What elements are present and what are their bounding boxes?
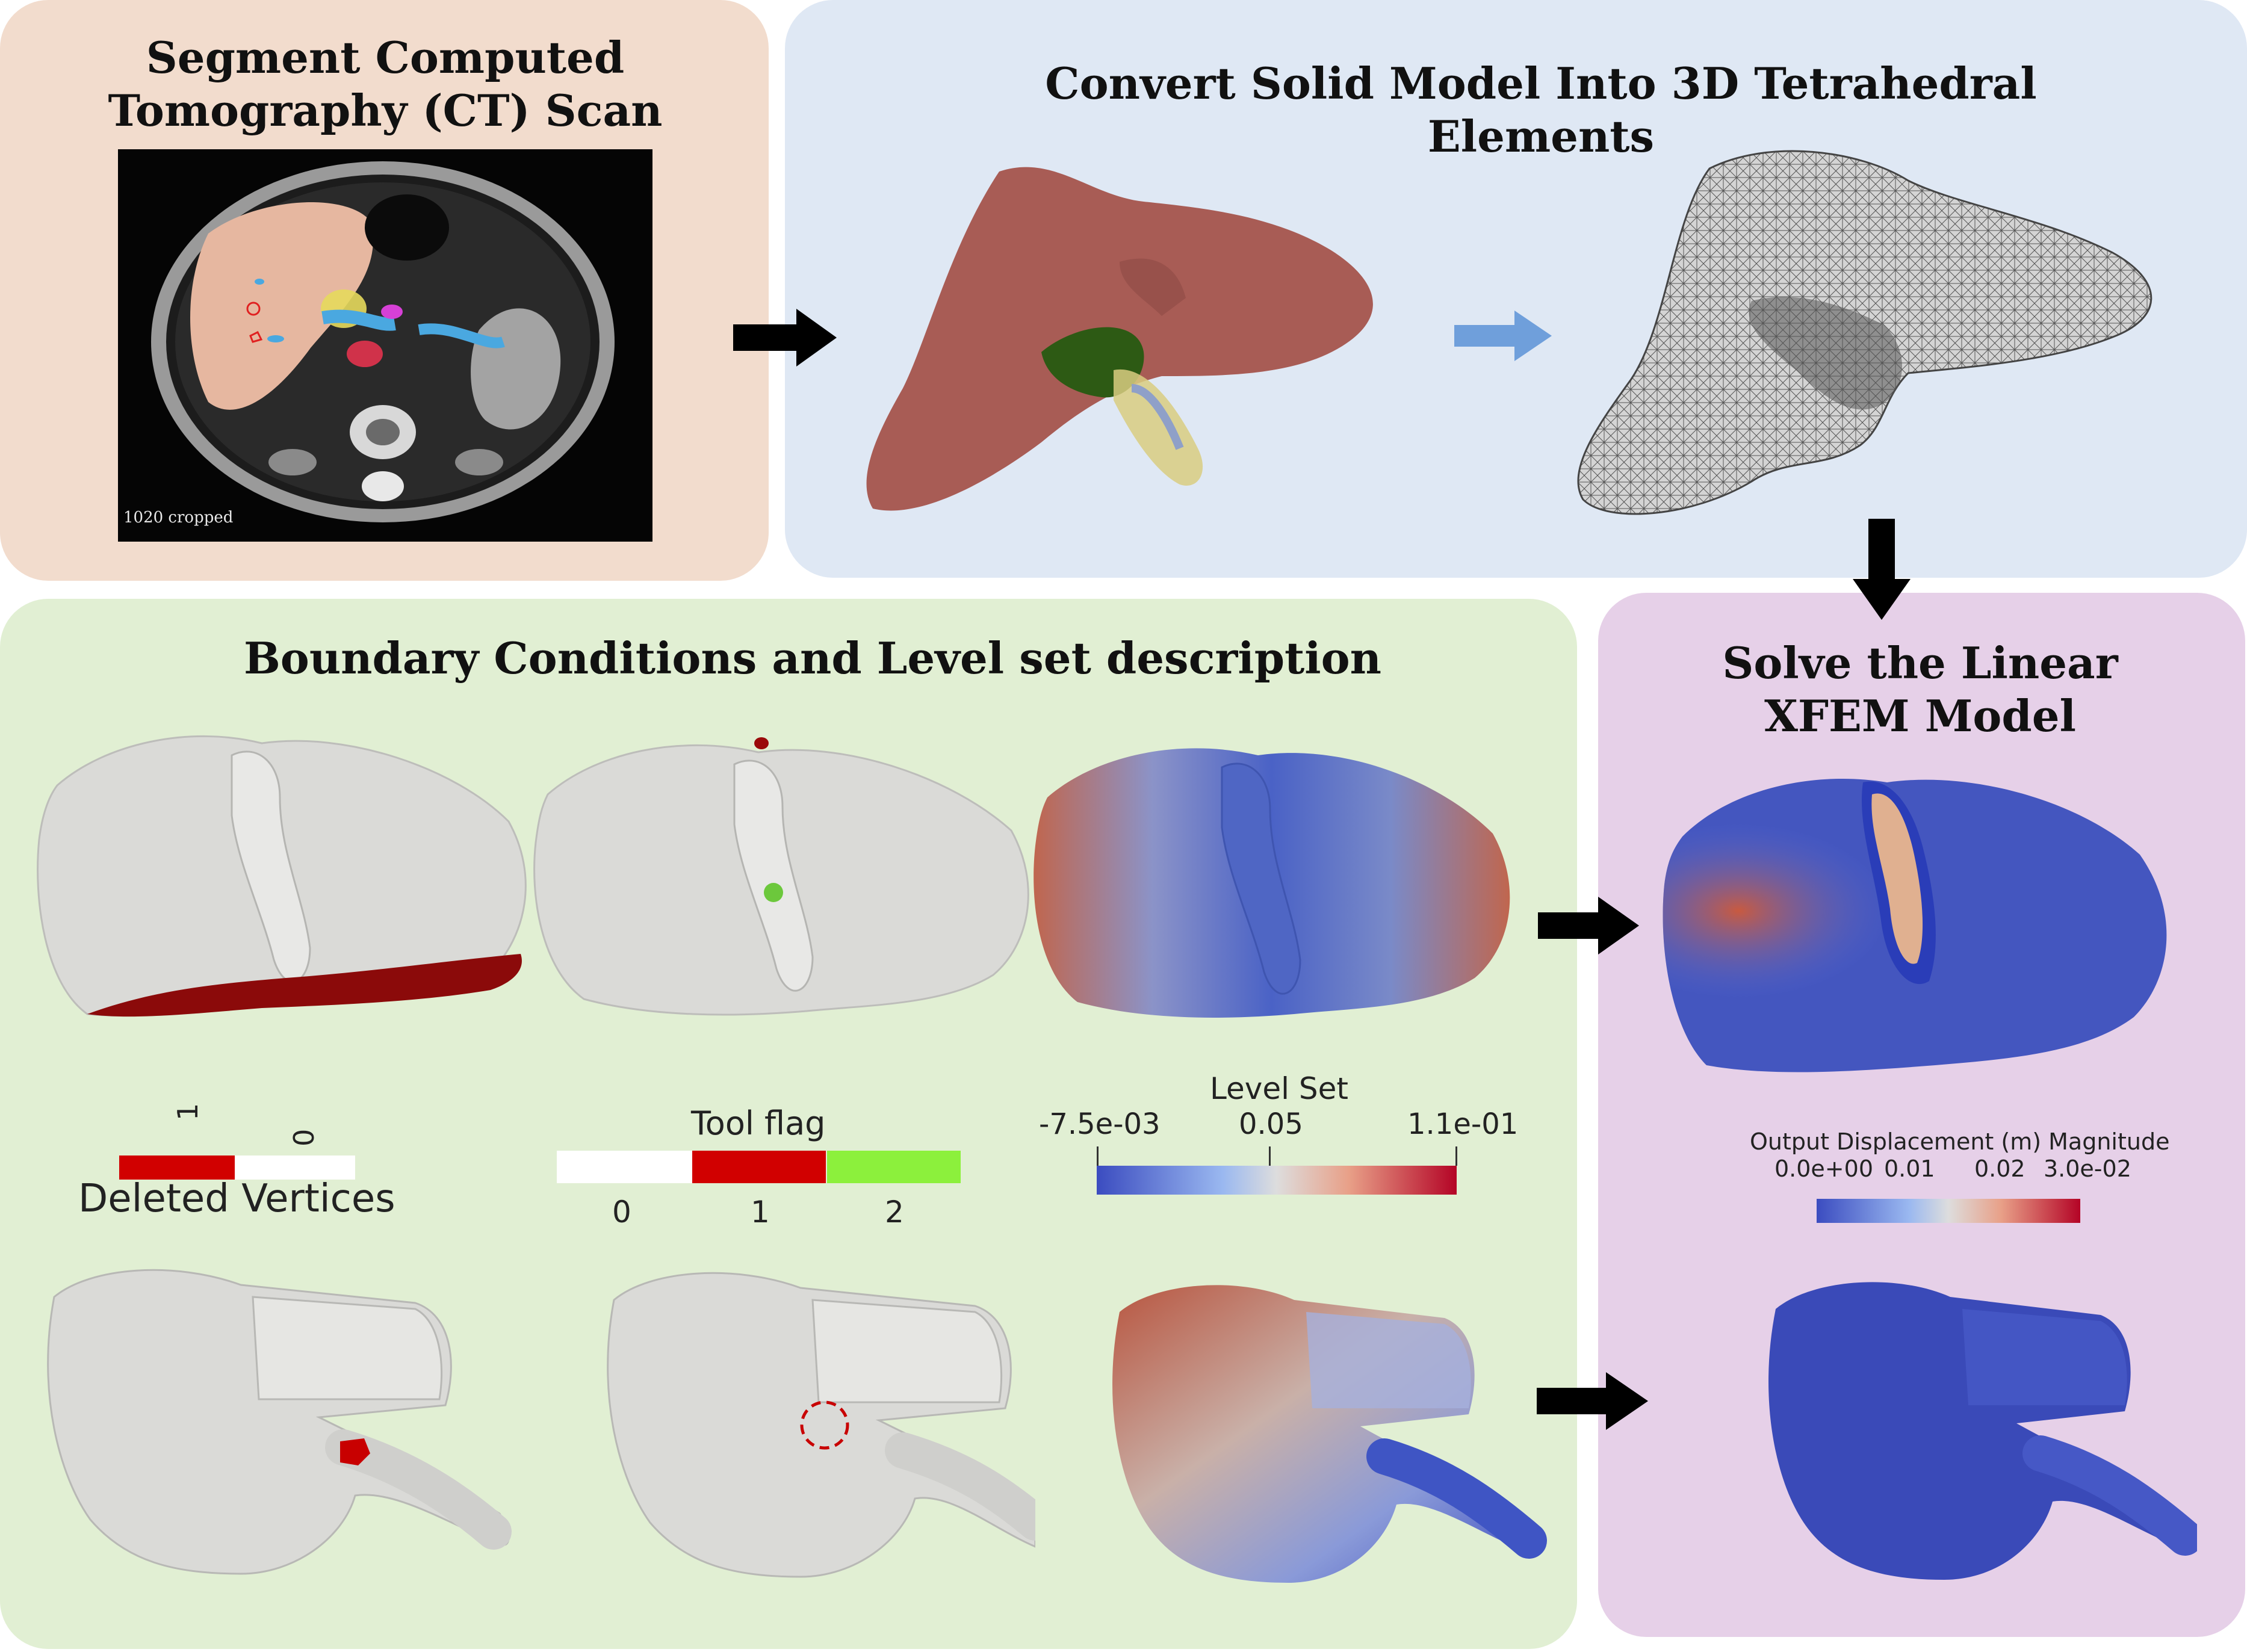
displacement-title: Output Displacement (m) Magnitude bbox=[1750, 1128, 2170, 1155]
deleted-vertices-title: Deleted Vertices bbox=[78, 1177, 395, 1221]
solve-title: Solve the Linear XFEM Model bbox=[1722, 637, 2118, 741]
tool-flag-swatch-2 bbox=[827, 1151, 961, 1183]
level-set-title: Level Set bbox=[1210, 1071, 1348, 1106]
liver-underside-deleted-view bbox=[47, 1269, 512, 1575]
xfem-displacement-view-bottom bbox=[1768, 1282, 2197, 1580]
displacement-tick-1: 0.01 bbox=[1884, 1155, 1935, 1182]
segment-title: Segment Computed Tomography (CT) Scan bbox=[108, 32, 663, 136]
level-set-tick-max: 1.1e-01 bbox=[1407, 1107, 1519, 1141]
arrow-top-row-to-solve bbox=[1538, 897, 1639, 954]
liver-tool-flag-view bbox=[533, 737, 1029, 1016]
tool-flag-tick-1: 1 bbox=[751, 1195, 770, 1230]
tetrahedral-mesh-model bbox=[1577, 150, 2152, 515]
level-set-tick-mid: 0.05 bbox=[1239, 1107, 1303, 1141]
deleted-vertices-tick-1: 1 bbox=[172, 1103, 204, 1121]
level-set-tickmark-min bbox=[1097, 1146, 1099, 1166]
deleted-vertices-tick-0: 0 bbox=[288, 1128, 320, 1146]
level-set-tickmark-mid bbox=[1269, 1146, 1271, 1166]
tool-flag-swatch-0 bbox=[557, 1151, 692, 1183]
deleted-vertices-swatch-1 bbox=[119, 1155, 235, 1180]
xfem-displacement-view-top bbox=[1663, 779, 2167, 1072]
liver-underside-level-set-view bbox=[1112, 1285, 1547, 1583]
level-set-tick-min: -7.5e-03 bbox=[1039, 1107, 1161, 1141]
ct-scan-image bbox=[118, 149, 652, 542]
boundary-title: Boundary Conditions and Level set descri… bbox=[243, 633, 1382, 684]
tool-flag-tick-0: 0 bbox=[612, 1195, 631, 1230]
displacement-tick-2: 0.02 bbox=[1974, 1155, 2025, 1182]
arrow-ct-to-model bbox=[733, 309, 837, 367]
level-set-colorbar bbox=[1097, 1166, 1457, 1195]
ct-scan-caption: 1020 cropped bbox=[123, 509, 234, 527]
displacement-colorbar bbox=[1817, 1199, 2080, 1223]
convert-title: Convert Solid Model Into 3D Tetrahedral … bbox=[1045, 58, 2037, 162]
displacement-tick-3: 3.0e-02 bbox=[2044, 1155, 2131, 1182]
level-set-tickmark-max bbox=[1455, 1146, 1457, 1166]
tool-flag-tick-2: 2 bbox=[885, 1195, 904, 1230]
arrow-mesh-to-solve bbox=[1853, 519, 1911, 620]
arrow-model-to-mesh bbox=[1454, 311, 1552, 361]
liver-underside-tool-view bbox=[607, 1272, 1035, 1578]
deleted-vertices-swatch-0 bbox=[235, 1155, 355, 1180]
liver-solid-model bbox=[866, 167, 1373, 511]
tool-flag-swatch-1 bbox=[692, 1151, 826, 1183]
arrow-bottom-row-to-solve bbox=[1537, 1372, 1648, 1430]
displacement-tick-0: 0.0e+00 bbox=[1774, 1155, 1874, 1182]
liver-deleted-vertices-view bbox=[37, 735, 527, 1017]
liver-level-set-view bbox=[1034, 748, 1510, 1018]
tool-flag-title: Tool flag bbox=[691, 1104, 826, 1142]
